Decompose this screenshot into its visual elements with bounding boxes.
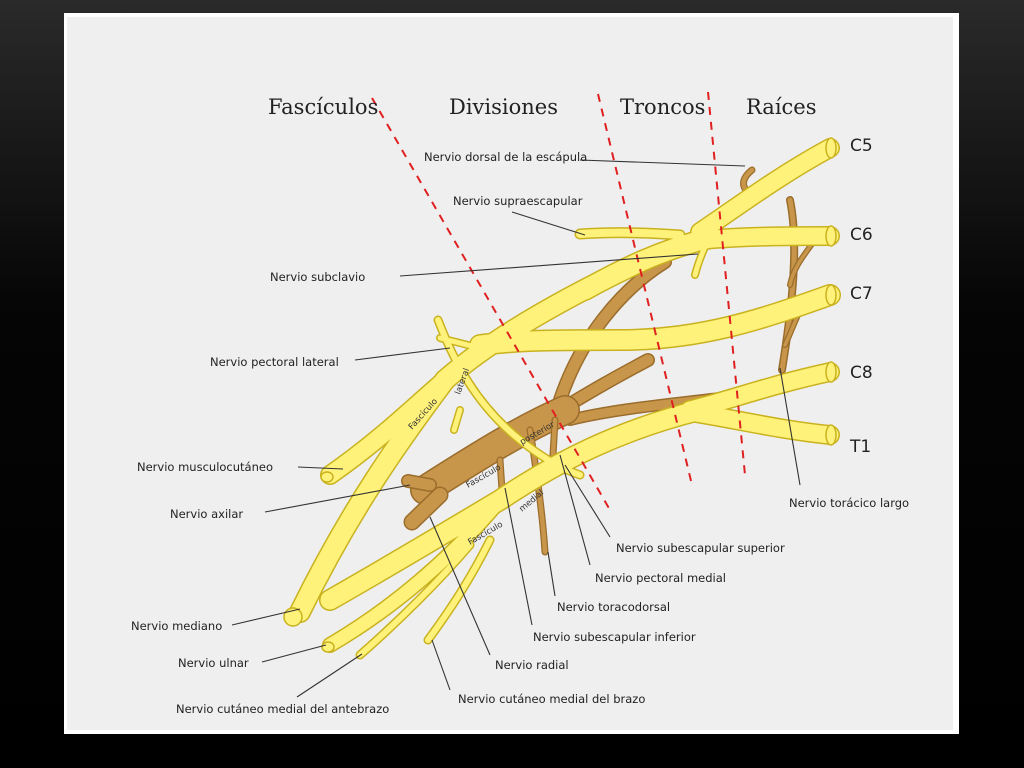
header-divisiones: Divisiones: [449, 95, 558, 119]
label-pectoral-medial: Nervio pectoral medial: [595, 571, 726, 585]
label-mediano: Nervio mediano: [131, 619, 222, 633]
label-cutaneo-antebrazo: Nervio cutáneo medial del antebrazo: [176, 702, 389, 716]
label-ulnar: Nervio ulnar: [178, 656, 249, 670]
header-raices: Raíces: [746, 95, 817, 119]
header-fasciculos: Fascículos: [268, 95, 378, 119]
root-c6: C6: [850, 225, 873, 245]
root-c8: C8: [850, 363, 873, 383]
root-t1: T1: [849, 437, 871, 457]
label-musculocutaneo: Nervio musculocutáneo: [137, 460, 273, 474]
header-troncos: Troncos: [620, 95, 705, 119]
label-subescapular-superior: Nervio subescapular superior: [616, 541, 785, 555]
anterior-nerves: [289, 138, 841, 660]
label-axilar: Nervio axilar: [170, 507, 243, 521]
label-pectoral-lateral: Nervio pectoral lateral: [210, 355, 339, 369]
label-subescapular-inferior: Nervio subescapular inferior: [533, 630, 696, 644]
label-toracodorsal: Nervio toracodorsal: [557, 600, 670, 614]
root-c5: C5: [850, 136, 873, 156]
root-c7: C7: [850, 284, 873, 304]
label-dorsal-escapula: Nervio dorsal de la escápula: [424, 150, 587, 164]
section-boundaries: [371, 91, 746, 511]
label-subclavio: Nervio subclavio: [270, 270, 365, 284]
root-ends: [283, 137, 837, 653]
label-supraescapular: Nervio supraescapular: [453, 194, 583, 208]
leader-lines: [231, 159, 801, 698]
label-radial: Nervio radial: [495, 658, 569, 672]
label-toracico-largo: Nervio torácico largo: [789, 496, 909, 510]
section-headers: Fascículos Divisiones Troncos Raíces: [268, 95, 817, 119]
root-labels: C5 C6 C7 C8 T1: [849, 136, 873, 457]
nerve-labels: Nervio dorsal de la escápula Nervio supr…: [131, 150, 909, 716]
posterior-divisions: [401, 166, 818, 556]
label-cutaneo-brazo: Nervio cutáneo medial del brazo: [458, 692, 645, 706]
